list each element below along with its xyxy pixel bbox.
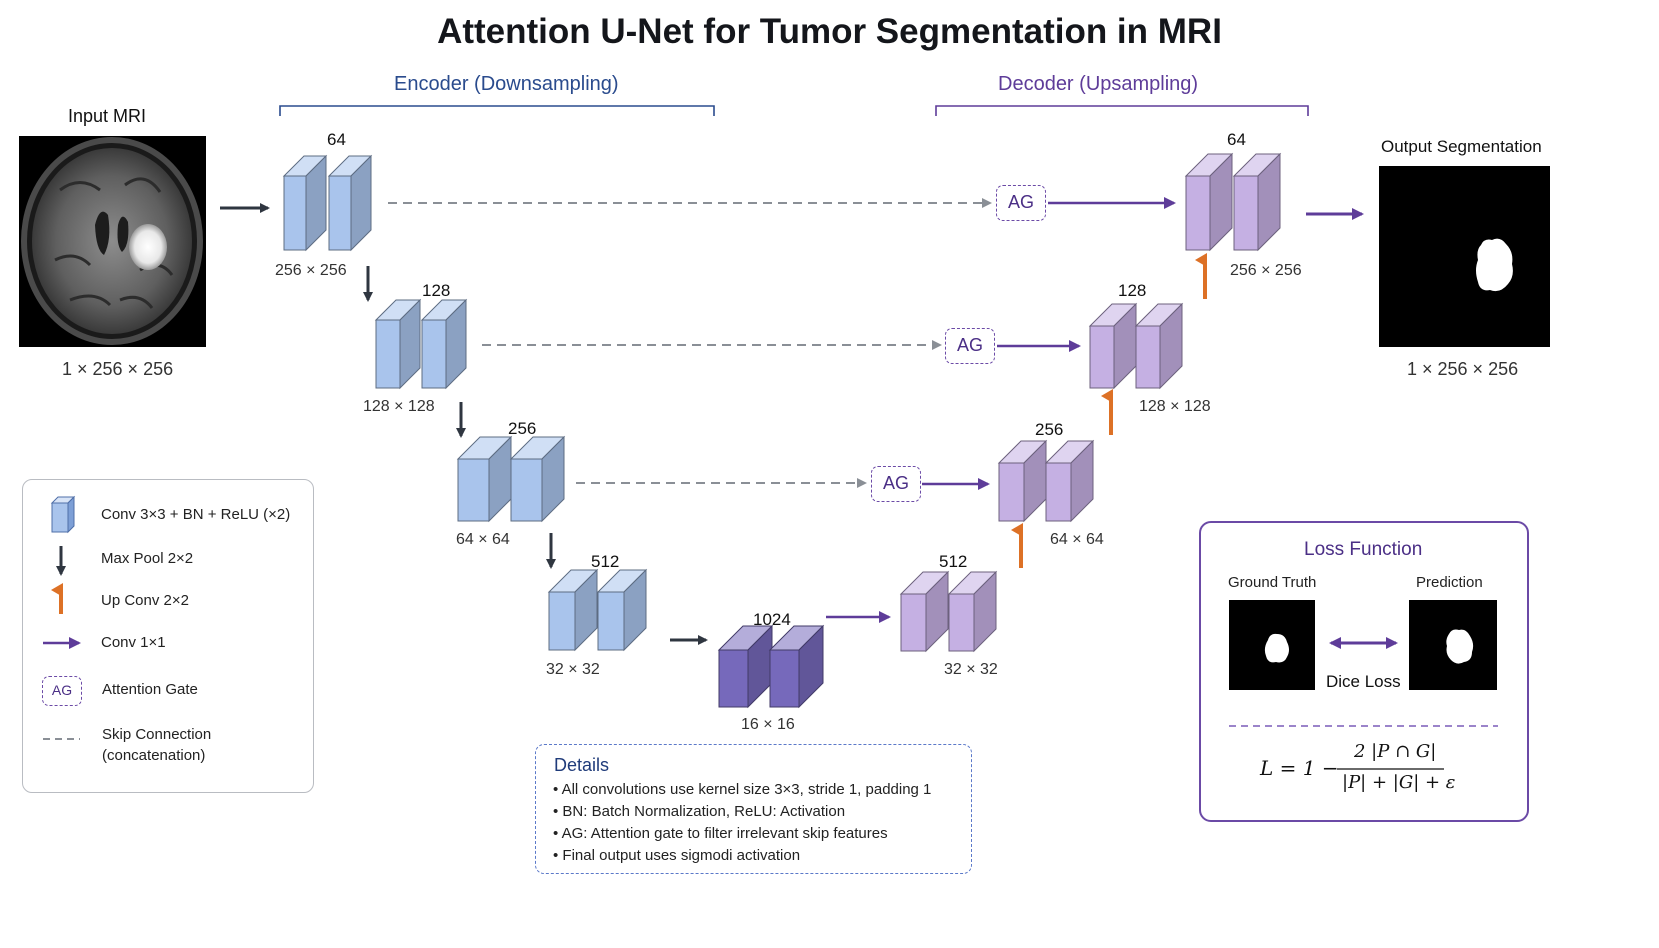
encoder-block-1 xyxy=(282,154,373,252)
details-item: • BN: Batch Normalization, ReLU: Activat… xyxy=(553,803,846,820)
details-item: • All convolutions use kernel size 3×3, … xyxy=(553,781,932,798)
encoder-1-size: 256 × 256 xyxy=(275,262,347,279)
decoder-3-size: 64 × 64 xyxy=(1050,531,1104,548)
decoder-4-size: 32 × 32 xyxy=(944,661,998,678)
formula-denominator: |P| + |G| + ε xyxy=(1342,772,1456,793)
legend-up-conv-label: Up Conv 2×2 xyxy=(101,592,189,609)
encoder-2-size: 128 × 128 xyxy=(363,398,435,415)
encoder-block-2 xyxy=(374,298,468,390)
legend-skip-connection-sublabel: (concatenation) xyxy=(102,747,206,764)
details-title: Details xyxy=(554,755,610,775)
legend-max-pool-label: Max Pool 2×2 xyxy=(101,550,194,567)
loss-function-title: Loss Function xyxy=(1304,539,1423,560)
legend-attention-gate-label: Attention Gate xyxy=(102,681,198,698)
encoder-1-channels: 64 xyxy=(327,130,346,149)
decoder-1-size: 256 × 256 xyxy=(1230,262,1302,279)
prediction-label: Prediction xyxy=(1416,574,1483,591)
legend-conv-block-icon xyxy=(50,495,76,534)
decoder-block-3 xyxy=(997,439,1095,523)
decoder-4-channels: 512 xyxy=(939,552,968,571)
ground-truth-label: Ground Truth xyxy=(1228,574,1317,591)
output-segmentation-label: Output Segmentation xyxy=(1381,137,1542,156)
encoder-section-label: Encoder (Downsampling) xyxy=(394,73,619,95)
decoder-2-channels: 128 xyxy=(1118,281,1147,300)
encoder-4-channels: 512 xyxy=(591,552,620,571)
legend-conv-block-label: Conv 3×3 + BN + ReLU (×2) xyxy=(101,506,291,523)
prediction-mask xyxy=(1409,600,1497,690)
output-dims: 1 × 256 × 256 xyxy=(1407,359,1519,379)
encoder-block-3 xyxy=(456,435,566,523)
legend-skip-connection-label: Skip Connection xyxy=(102,726,212,743)
encoder-bracket xyxy=(279,105,715,116)
input-mri-image xyxy=(19,136,206,347)
bottleneck-size: 16 × 16 xyxy=(741,716,795,733)
decoder-block-2 xyxy=(1088,302,1184,390)
decoder-2-size: 128 × 128 xyxy=(1139,398,1211,415)
decoder-section-label: Decoder (Upsampling) xyxy=(998,73,1199,95)
encoder-2-channels: 128 xyxy=(422,281,451,300)
legend-conv1x1-label: Conv 1×1 xyxy=(101,634,166,651)
details-item: • AG: Attention gate to filter irrelevan… xyxy=(553,825,888,842)
encoder-block-4 xyxy=(547,568,648,652)
input-dims: 1 × 256 × 256 xyxy=(62,359,174,379)
encoder-3-channels: 256 xyxy=(508,419,537,438)
input-mri-label: Input MRI xyxy=(68,106,147,126)
dice-loss-label: Dice Loss xyxy=(1326,672,1401,691)
decoder-1-channels: 64 xyxy=(1227,130,1246,149)
bottleneck-channels: 1024 xyxy=(753,610,791,629)
encoder-3-size: 64 × 64 xyxy=(456,531,510,548)
decoder-3-channels: 256 xyxy=(1035,420,1064,439)
formula-lhs: L = 1 − xyxy=(1260,756,1339,780)
decoder-block-1 xyxy=(1184,152,1282,252)
legend-attention-gate-icon: AG xyxy=(42,676,82,706)
ground-truth-mask xyxy=(1229,600,1315,690)
attention-gate-3: AG xyxy=(871,466,921,502)
loss-function-panel xyxy=(1199,521,1529,822)
decoder-block-4 xyxy=(899,570,998,653)
output-segmentation-image xyxy=(1379,166,1550,347)
attention-gate-2: AG xyxy=(945,328,995,364)
formula-numerator: 2 |P ∩ G| xyxy=(1354,741,1437,762)
attention-gate-1: AG xyxy=(996,185,1046,221)
encoder-4-size: 32 × 32 xyxy=(546,661,600,678)
details-item: • Final output uses sigmodi activation xyxy=(553,847,801,864)
details-panel xyxy=(535,744,972,874)
decoder-bracket xyxy=(935,105,1309,116)
legend-panel xyxy=(22,479,314,793)
diagram-title: Attention U-Net for Tumor Segmentation i… xyxy=(437,12,1222,51)
bottleneck-block xyxy=(717,624,825,709)
